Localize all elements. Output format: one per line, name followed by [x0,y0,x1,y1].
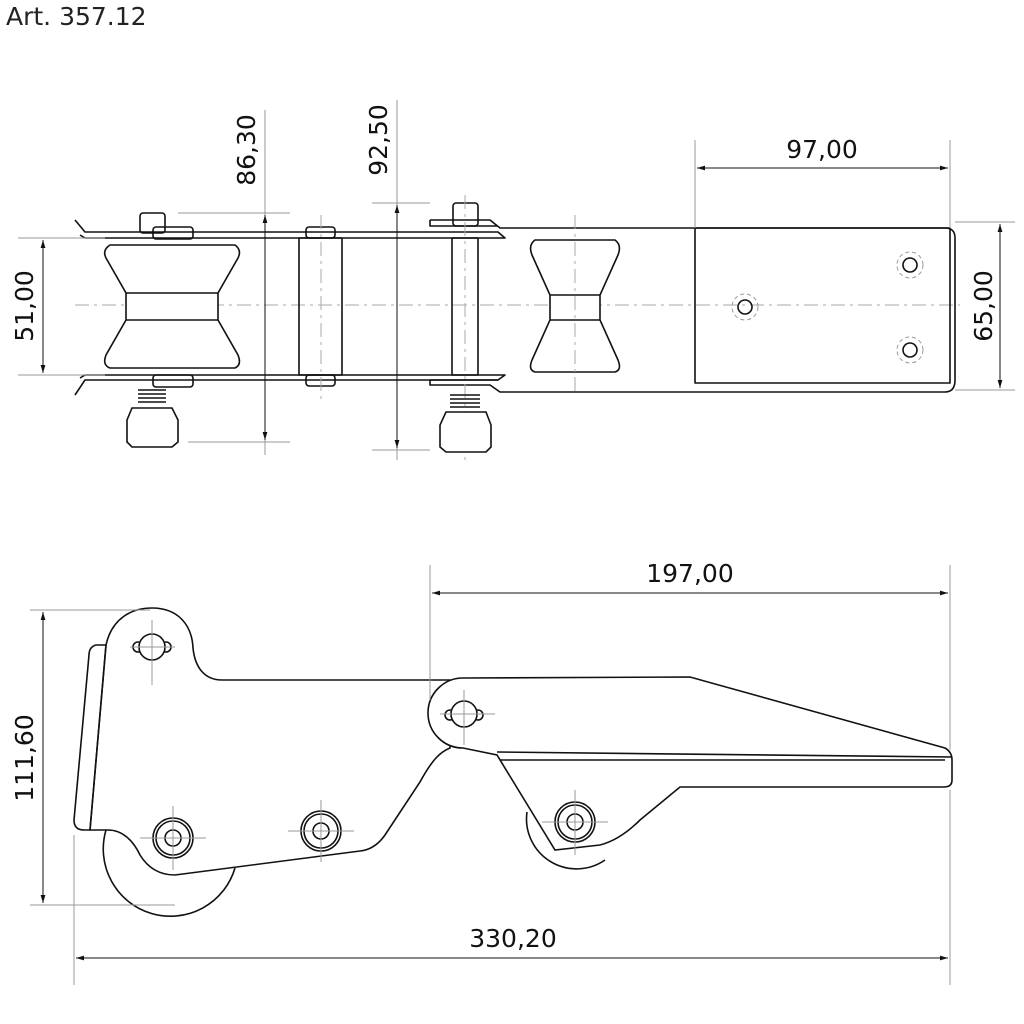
right-wheel [525,811,606,870]
dim-97: 97,00 [786,135,858,164]
left-wheel [102,829,236,918]
pivot-pins [130,620,495,745]
right-body [429,219,956,393]
dim-197: 197,00 [646,559,733,588]
right-arm [427,676,953,851]
dim-51: 51,00 [10,270,39,342]
left-plate [89,607,451,876]
dim-92-50: 92,50 [364,104,393,176]
side-view: 197,00 330,20 111,60 [10,559,953,985]
article-number: Art. 357.12 [6,2,147,31]
left-roller [103,244,241,369]
mounting-holes [731,251,924,364]
dim-86-30: 86,30 [232,114,261,186]
dim-111-60: 111,60 [10,714,39,801]
right-spring-knob [439,394,492,453]
dim-330-20: 330,20 [469,924,556,953]
wheel-axles [140,790,608,870]
top-view: 97,00 65,00 51,00 86,30 92,50 [10,100,1015,460]
back-flange [73,644,106,831]
right-box [694,227,951,384]
dim-65: 65,00 [969,270,998,342]
left-spring-knob [126,389,179,448]
